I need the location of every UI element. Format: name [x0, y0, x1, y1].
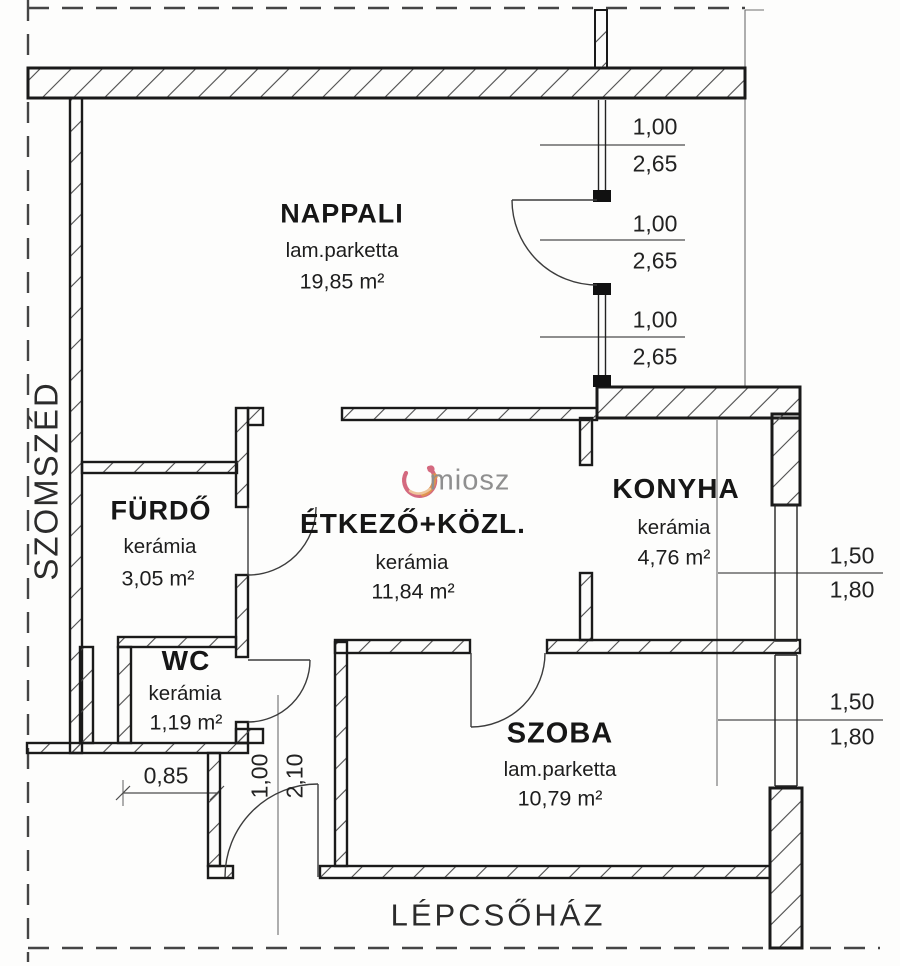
door-nappali: [511, 199, 598, 286]
wall-pillar-bottom-right: [768, 786, 804, 950]
room-label-szoba: SZOBA: [506, 717, 614, 750]
wall-furdo-right-upper: [234, 406, 250, 509]
wall-top-stub: [594, 9, 608, 69]
room-label-konyha: KONYHA: [612, 473, 740, 504]
site-boundary-dashed-lines: [26, 0, 880, 962]
door-szoba: [470, 652, 546, 728]
dim-opening3-width: 1,00: [632, 306, 678, 333]
window-sill-blocks: [593, 190, 611, 387]
wall-konyha-stub-upper: [578, 416, 594, 467]
wall-szoba-left: [333, 640, 349, 868]
doors: [224, 199, 598, 878]
wall-shaft-left: [78, 645, 95, 745]
door-entry: [224, 783, 319, 878]
wall-konyha-top: [595, 385, 802, 420]
dim-east-window2-height: 1,80: [829, 723, 875, 750]
wall-wc-top: [116, 635, 238, 649]
room-area-szoba: 10,79 m²: [517, 786, 603, 811]
dim-east-window1-width: 1,50: [829, 542, 875, 569]
wall-furdo-step: [246, 406, 265, 427]
wall-nappali-etkezo: [340, 406, 599, 422]
watermark-brand-text: miosz: [429, 464, 511, 497]
room-label-wc: WC: [161, 645, 211, 676]
room-area-nappali: 19,85 m²: [299, 269, 385, 294]
wall-entry-left: [206, 751, 222, 868]
windows: [597, 100, 798, 787]
room-label-nappali: NAPPALI: [280, 198, 404, 229]
room-floor-nappali: lam.parketta: [285, 238, 399, 262]
room-floor-wc: kerámia: [148, 681, 222, 705]
wall-entry-foot: [206, 864, 235, 880]
dim-east-window2-width: 1,50: [829, 688, 875, 715]
dim-opening3-height: 2,65: [632, 343, 678, 370]
walls: [25, 9, 804, 950]
room-area-konyha: 4,76 m²: [637, 545, 711, 570]
wall-konyha-right: [770, 412, 802, 507]
wall-furdo-right-lower: [234, 573, 250, 659]
dim-entry-door-width: 1,00: [246, 753, 273, 799]
watermark-logo-icon: [402, 465, 438, 498]
window-szoba-east: [774, 654, 798, 787]
room-area-etkezo: 11,84 m²: [371, 579, 455, 604]
wall-wc-jamb-step: [234, 727, 265, 745]
dimension-lines: [115, 144, 883, 801]
room-floor-konyha: kerámia: [637, 515, 711, 539]
wall-nappali-furdo: [80, 460, 239, 475]
wall-block-bottom: [25, 741, 250, 755]
door-wc: [247, 659, 311, 723]
dim-opening1-height: 2,65: [632, 150, 678, 177]
wall-konyha-stub-lower: [578, 571, 594, 642]
context-label-lepcsohaz: LÉPCSŐHÁZ: [390, 897, 606, 933]
room-area-wc: 1,19 m²: [149, 710, 223, 735]
room-floor-furdo: kerámia: [123, 534, 197, 558]
dim-opening1-width: 1,00: [632, 113, 678, 140]
wall-szoba-top-right: [545, 638, 802, 655]
dim-entry-wall: 0,85: [143, 762, 189, 789]
room-label-etkezo: ÉTKEZŐ+KÖZL.: [300, 508, 526, 539]
wall-szoba-bottom: [318, 864, 772, 880]
dim-east-window1-height: 1,80: [829, 576, 875, 603]
room-area-furdo: 3,05 m²: [121, 566, 195, 591]
wall-top: [26, 66, 747, 100]
window-konyha-east: [774, 504, 798, 642]
room-floor-szoba: lam.parketta: [503, 757, 617, 781]
window-nappali-2: [597, 295, 607, 375]
door-furdo: [247, 506, 317, 576]
wall-szoba-top-left: [333, 638, 472, 655]
window-nappali-1: [597, 100, 607, 190]
dim-opening2-height: 2,65: [632, 247, 678, 274]
context-label-szomszed: SZOMSZÉD: [27, 381, 65, 581]
dim-opening2-width: 1,00: [632, 210, 678, 237]
room-floor-etkezo: kerámia: [375, 550, 449, 574]
room-label-furdo: FÜRDŐ: [110, 495, 212, 526]
wall-shaft-right: [116, 645, 133, 745]
dim-entry-door-height: 2,10: [281, 753, 308, 799]
